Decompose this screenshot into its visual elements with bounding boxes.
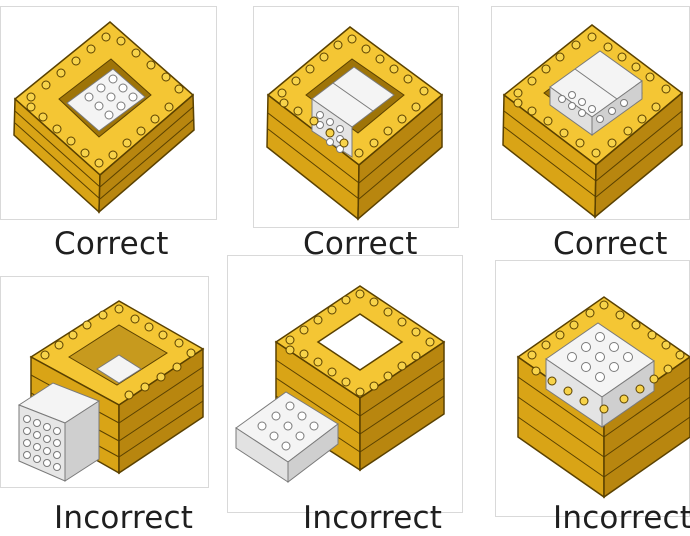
panel-correct-3	[491, 6, 690, 220]
lego-frame-image-4	[1, 277, 210, 489]
panel-incorrect-1	[0, 276, 209, 488]
lego-frame-image-5	[228, 256, 464, 514]
caption-correct-2: Correct	[303, 226, 418, 262]
caption-correct-1: Correct	[54, 226, 169, 262]
panel-incorrect-2	[227, 255, 463, 513]
caption-incorrect-3: Incorrect	[553, 500, 690, 536]
panel-correct-2	[253, 6, 459, 228]
caption-correct-3: Correct	[553, 226, 668, 262]
panel-correct-1	[0, 6, 217, 220]
panel-incorrect-3	[495, 260, 690, 517]
caption-incorrect-2: Incorrect	[303, 500, 442, 536]
lego-frame-image-3	[492, 7, 690, 221]
caption-incorrect-1: Incorrect	[54, 500, 193, 536]
lego-frame-image-6	[496, 261, 690, 518]
lego-frame-image-2	[254, 7, 460, 229]
lego-frame-image-1	[1, 7, 218, 221]
